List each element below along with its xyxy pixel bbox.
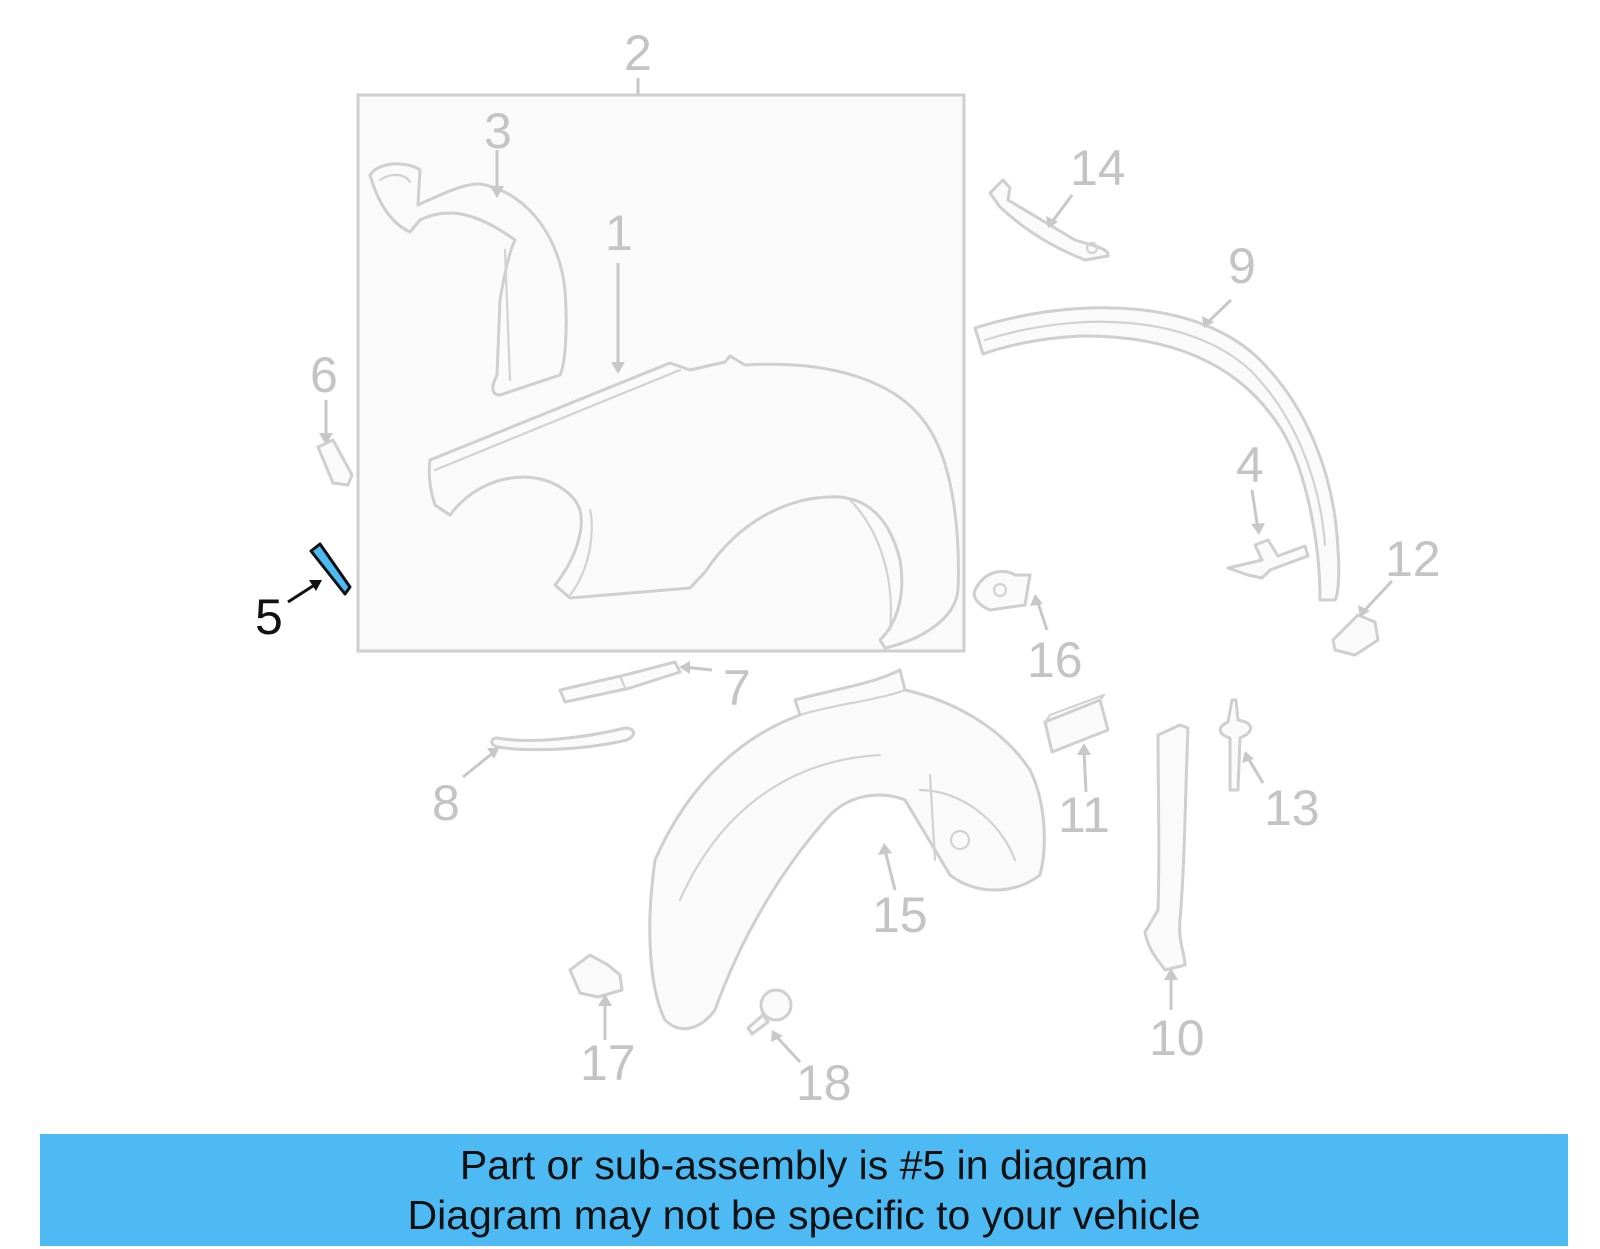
part-16-nut — [972, 569, 1032, 612]
arrow-1 — [611, 362, 625, 374]
banner-line-1: Part or sub-assembly is #5 in diagram — [459, 1142, 1149, 1188]
arrow-7 — [679, 661, 690, 674]
part-10-seal — [1143, 723, 1190, 972]
leader-12 — [1362, 579, 1394, 613]
arrow-18 — [771, 1030, 783, 1042]
callout-10: 10 — [1149, 1010, 1205, 1066]
part-9-moulding — [973, 306, 1341, 602]
part-3-liner — [368, 162, 568, 397]
part-4-clip — [1226, 538, 1310, 580]
arrow-5 — [309, 580, 322, 591]
leader-16 — [1035, 599, 1049, 631]
arrow-14 — [1046, 216, 1058, 228]
callout-14: 14 — [1070, 140, 1126, 196]
part-18-screw — [746, 988, 793, 1036]
leader-5 — [287, 582, 317, 604]
part-12-plug — [1331, 613, 1380, 657]
arrow-3 — [490, 186, 504, 198]
leader-4 — [1250, 489, 1260, 531]
callout-8: 8 — [432, 775, 460, 831]
part-11-pad — [1043, 693, 1110, 754]
part-7-strip — [558, 660, 682, 704]
callout-13: 13 — [1264, 780, 1320, 836]
callout-11: 11 — [1058, 787, 1110, 843]
part-14-bracket — [988, 178, 1110, 262]
arrow-17 — [598, 994, 612, 1006]
leader-9 — [1206, 298, 1233, 324]
info-banner: Part or sub-assembly is #5 in diagram Di… — [40, 1134, 1568, 1246]
callout-1: 1 — [605, 205, 633, 261]
part-6-clip — [316, 438, 354, 487]
leader-13 — [1246, 757, 1265, 784]
arrow-10 — [1164, 968, 1178, 980]
leader-11 — [1082, 749, 1088, 793]
leader-14 — [1050, 194, 1074, 223]
arrow-16 — [1030, 594, 1043, 606]
callout-15: 15 — [872, 887, 928, 943]
part-5-highlighted — [309, 542, 352, 596]
part-8-strip — [490, 726, 635, 752]
callout-7: 7 — [723, 660, 751, 716]
arrow-11 — [1077, 743, 1091, 755]
part-1-fender — [427, 354, 960, 650]
callout-5: 5 — [255, 589, 283, 645]
callout-12: 12 — [1385, 531, 1441, 587]
arrow-4 — [1251, 523, 1265, 535]
leader-18 — [774, 1034, 802, 1064]
callout-16: 16 — [1027, 632, 1083, 688]
callout-4: 4 — [1236, 437, 1264, 493]
callout-18: 18 — [796, 1055, 852, 1111]
leader-15 — [883, 849, 897, 891]
part-13-pushpin — [1218, 698, 1253, 792]
callout-9: 9 — [1228, 238, 1256, 294]
arrow-15 — [878, 843, 892, 855]
callout-3: 3 — [484, 103, 512, 159]
part-17-nut — [568, 953, 624, 999]
arrow-9 — [1202, 316, 1214, 328]
callout-2: 2 — [624, 25, 652, 81]
callout-17: 17 — [580, 1035, 636, 1091]
banner-line-2: Diagram may not be specific to your vehi… — [407, 1192, 1201, 1238]
arrow-13 — [1242, 751, 1254, 763]
leader-8 — [462, 750, 495, 779]
part-15-wheel-liner — [648, 668, 1046, 1031]
arrow-12 — [1358, 605, 1370, 617]
arrow-8 — [487, 748, 499, 759]
callout-6: 6 — [310, 347, 338, 403]
arrow-6 — [319, 433, 333, 445]
